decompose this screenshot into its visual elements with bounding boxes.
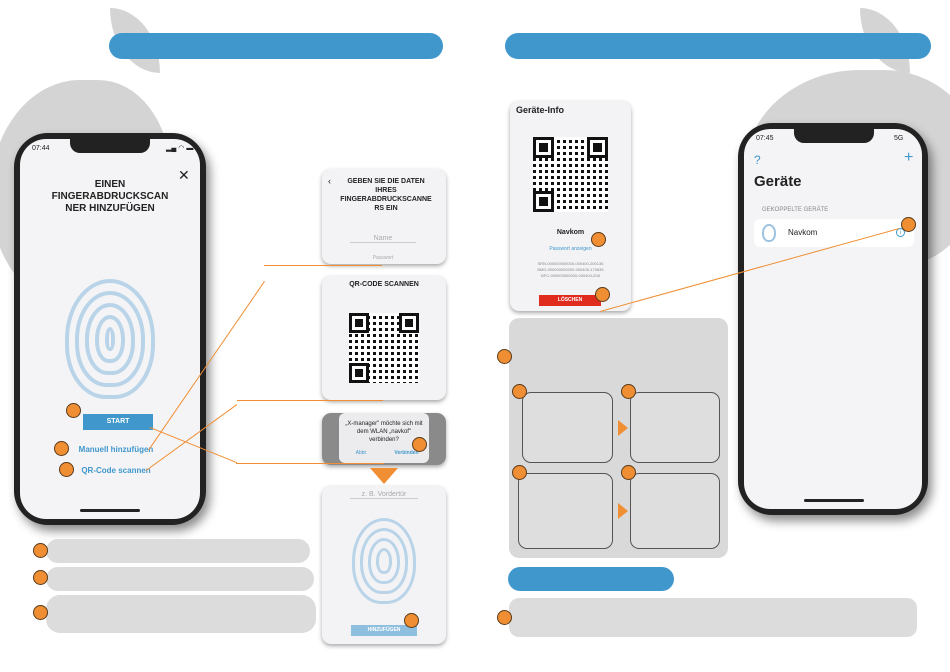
- qr-scan-link[interactable]: QR-Code scannen: [81, 466, 151, 475]
- marker-step-2: [621, 384, 636, 399]
- card-qr-scan: QR-CODE SCANNEN: [322, 276, 446, 400]
- marker-device-name: [591, 232, 606, 247]
- marker-step-1: [512, 384, 527, 399]
- footer-bar-right: [508, 567, 674, 591]
- delete-button[interactable]: LÖSCHEN: [539, 295, 601, 306]
- device-row-name: Navkom: [788, 228, 818, 237]
- close-icon[interactable]: ✕: [178, 167, 190, 183]
- header-bar-right: [505, 33, 931, 59]
- wifi-cancel-button[interactable]: Abbr.: [355, 450, 368, 456]
- fingerprint-icon: [65, 279, 155, 399]
- phone-notch-right: [794, 129, 874, 143]
- marker-pill-1: [33, 543, 48, 558]
- show-password-link[interactable]: Passwort anzeigen: [549, 246, 592, 252]
- footer-pill-right: [509, 598, 917, 637]
- card-enter-data: ‹ GEBEN SIE DIE DATEN IHRES FINGERABDRUC…: [322, 169, 446, 264]
- marker-pill-3: [33, 605, 48, 620]
- marker-footer: [497, 610, 512, 625]
- step-box-1: [522, 392, 613, 463]
- home-indicator: [80, 509, 140, 512]
- add-button[interactable]: HINZUFÜGEN: [351, 625, 417, 636]
- marker-delete: [595, 287, 610, 302]
- step-box-2: [630, 392, 720, 463]
- device-info-title: Geräte-Info: [516, 105, 565, 115]
- marker-add: [404, 613, 419, 628]
- status-icons: ▂▄ ◠ ▬: [166, 145, 194, 152]
- left-phone-screen: 07:44 ▂▄ ◠ ▬ ✕ EINEN FINGERABDRUCKSCAN N…: [20, 139, 200, 519]
- password-input[interactable]: Passwort: [372, 255, 394, 261]
- start-button[interactable]: START: [83, 414, 153, 430]
- enter-title-4: RS EIN: [374, 205, 398, 212]
- step-arrow-1: [618, 420, 628, 436]
- status-time-right: 07:45: [756, 135, 774, 142]
- legend-pill-3: [46, 595, 316, 633]
- marker-step-3: [512, 465, 527, 480]
- connector-qr-horizontal: [237, 400, 383, 401]
- info-icon[interactable]: i: [896, 228, 905, 237]
- status-network-right: 5G: [894, 135, 904, 142]
- right-phone: 07:45 5G ? + Geräte GEKOPPELTE GERÄTE Na…: [738, 123, 928, 515]
- title-line-2: FINGERABDRUCKSCAN: [51, 191, 169, 202]
- device-info-name: Navkom: [556, 229, 585, 236]
- legend-pill-2: [46, 567, 314, 591]
- help-icon[interactable]: ?: [754, 153, 761, 167]
- wifi-message: „X-manager" möchte sich mit dem WLAN „na…: [345, 421, 423, 443]
- card-wifi-dialog: „X-manager" möchte sich mit dem WLAN „na…: [322, 413, 446, 465]
- right-phone-screen: 07:45 5G ? + Geräte GEKOPPELTE GERÄTE Na…: [744, 129, 922, 509]
- card-fingerprint-icon: [352, 518, 416, 604]
- paired-section-label: GEKOPPELTE GERÄTE: [762, 207, 829, 213]
- card-enter-title: GEBEN SIE DIE DATEN IHRES FINGERABDRUCKS…: [330, 177, 442, 213]
- title-line-3: NER HINZUFÜGEN: [65, 203, 155, 214]
- back-chevron-icon[interactable]: ‹: [328, 176, 331, 186]
- connector-enter-horizontal: [264, 265, 382, 266]
- connector-wifi-horizontal: [236, 463, 384, 464]
- device-id-3: BFC-000000000000-000400-208: [541, 273, 600, 278]
- add-device-icon[interactable]: +: [904, 149, 914, 166]
- step-arrow-2: [618, 503, 628, 519]
- marker-pill-2: [33, 570, 48, 585]
- step-box-3: [518, 473, 613, 549]
- device-ids: SRN-000000000000-000400-200135 BMD-00000…: [510, 261, 631, 279]
- enter-title-1: GEBEN SIE DIE DATEN: [347, 178, 425, 185]
- manual-add-link[interactable]: Manuell hinzufügen: [78, 445, 154, 454]
- device-row-navkom[interactable]: Navkom i: [754, 219, 914, 247]
- card-device-info: Geräte-Info Navkom Passwort anzeigen SRN…: [510, 101, 631, 311]
- fingerprint-device-icon: [762, 224, 776, 242]
- marker-step-4: [621, 465, 636, 480]
- qr-card-title: QR-CODE SCANNEN: [349, 281, 419, 288]
- header-bar-left: [109, 33, 443, 59]
- marker-info: [901, 217, 916, 232]
- device-qr-code: [533, 137, 608, 212]
- wifi-connect-button[interactable]: Verbinden: [394, 450, 419, 456]
- status-time: 07:44: [32, 145, 50, 152]
- device-id-1: SRN-000000000000-000400-200135: [537, 261, 604, 266]
- marker-panel: [497, 349, 512, 364]
- qr-code-image: [349, 313, 419, 383]
- flow-arrow-down: [370, 468, 398, 484]
- marker-wifi: [412, 437, 427, 452]
- devices-title: Geräte: [754, 173, 802, 190]
- marker-manual: [54, 441, 69, 456]
- device-id-2: BMD-000000000000-000400-170835: [537, 267, 604, 272]
- name-input[interactable]: Name: [350, 235, 416, 243]
- left-phone: 07:44 ▂▄ ◠ ▬ ✕ EINEN FINGERABDRUCKSCAN N…: [14, 133, 206, 525]
- title-line-1: EINEN: [94, 179, 126, 190]
- step-box-4: [630, 473, 720, 549]
- enter-title-3: FINGERABDRUCKSCANNE: [340, 196, 432, 203]
- card-name-fingerprint: z. B. Vordertür HINZUFÜGEN: [322, 486, 446, 644]
- marker-qr: [59, 462, 74, 477]
- enter-title-2: IHRES: [375, 187, 397, 194]
- home-indicator-right: [804, 499, 864, 502]
- legend-pill-1: [46, 539, 310, 563]
- door-name-input[interactable]: z. B. Vordertür: [350, 491, 418, 499]
- phone-notch: [70, 139, 150, 153]
- page-title: EINEN FINGERABDRUCKSCAN NER HINZUFÜGEN: [20, 179, 200, 215]
- marker-start: [66, 403, 81, 418]
